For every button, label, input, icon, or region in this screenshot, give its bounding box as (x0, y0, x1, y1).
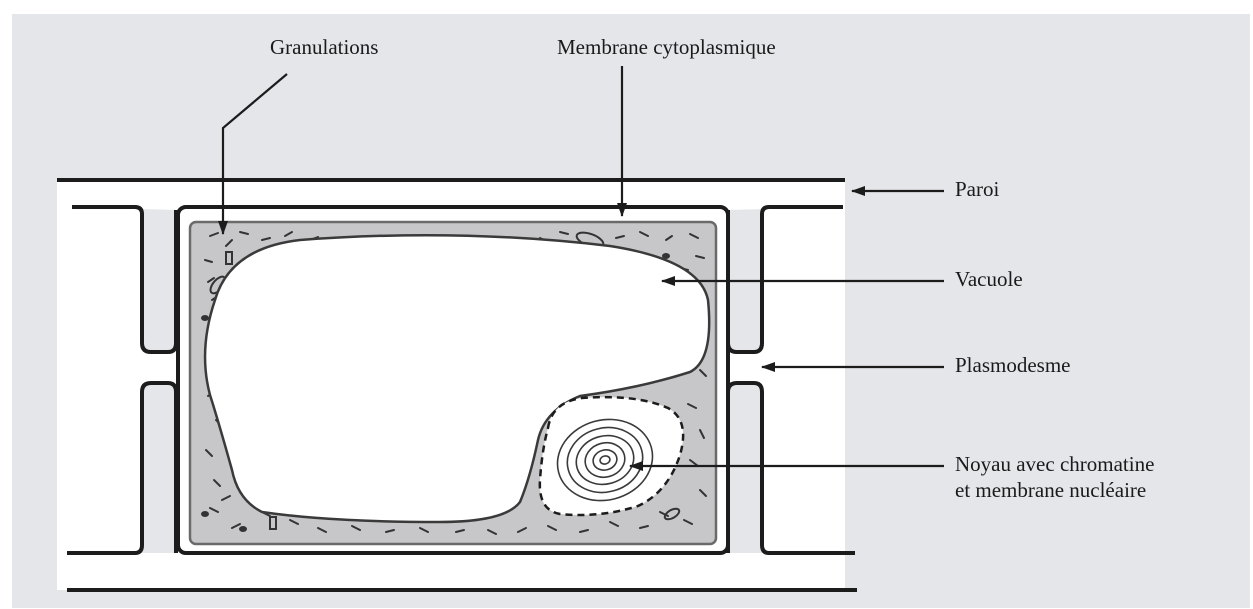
label-granulations: Granulations (270, 34, 378, 60)
plasmodesme-right (730, 354, 760, 381)
label-noyau: Noyau avec chromatine et membrane nucléa… (955, 451, 1154, 503)
label-membrane-cytoplasmique: Membrane cytoplasmique (557, 34, 776, 60)
plasmodesme-left (144, 354, 174, 381)
label-vacuole: Vacuole (955, 266, 1023, 292)
label-plasmodesme: Plasmodesme (955, 352, 1071, 378)
label-noyau-line2: et membrane nucléaire (955, 477, 1154, 503)
label-paroi: Paroi (955, 176, 999, 202)
label-noyau-line1: Noyau avec chromatine (955, 451, 1154, 477)
